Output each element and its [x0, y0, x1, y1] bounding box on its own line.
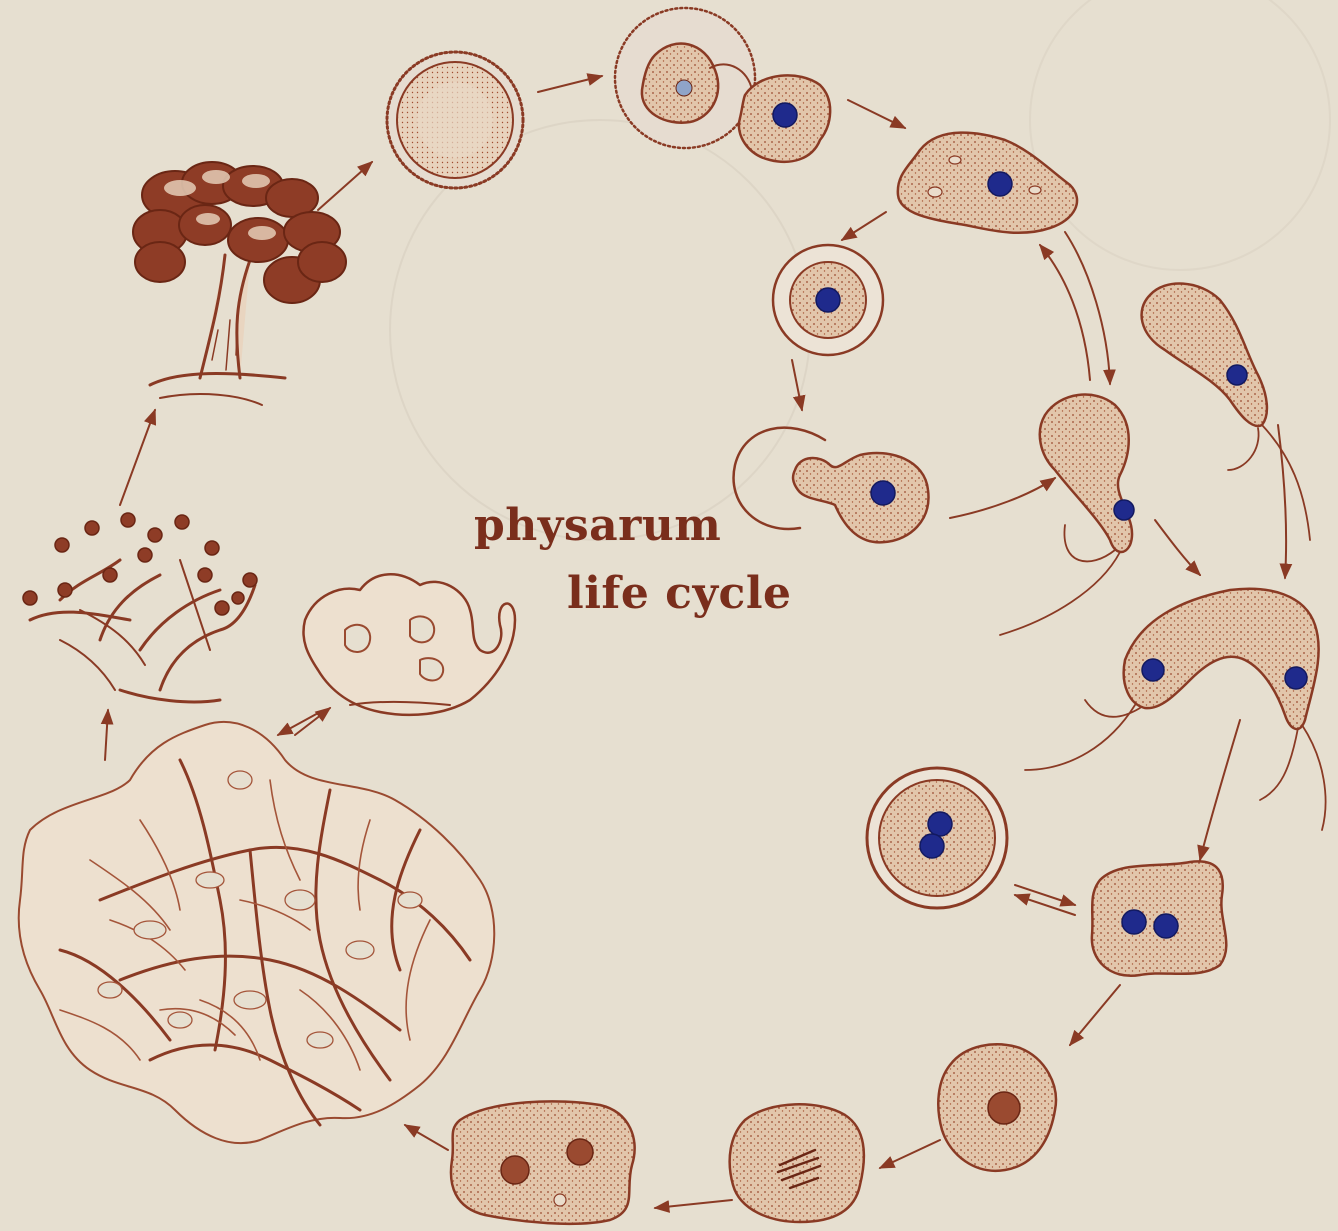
multinucleate-cell [451, 1101, 635, 1223]
diagram-title-line-2: life cycle [567, 568, 792, 619]
mitosis [730, 1104, 864, 1222]
diagram-title-line-1: physarum [474, 500, 721, 551]
spore [387, 52, 523, 188]
microcyst [773, 245, 883, 355]
emerging-myxamoeba [739, 75, 830, 161]
germinating-spore [615, 8, 755, 148]
binucleate-cyst [867, 768, 1007, 908]
zygote [1092, 861, 1226, 975]
zygote-nucleus [938, 1044, 1056, 1170]
